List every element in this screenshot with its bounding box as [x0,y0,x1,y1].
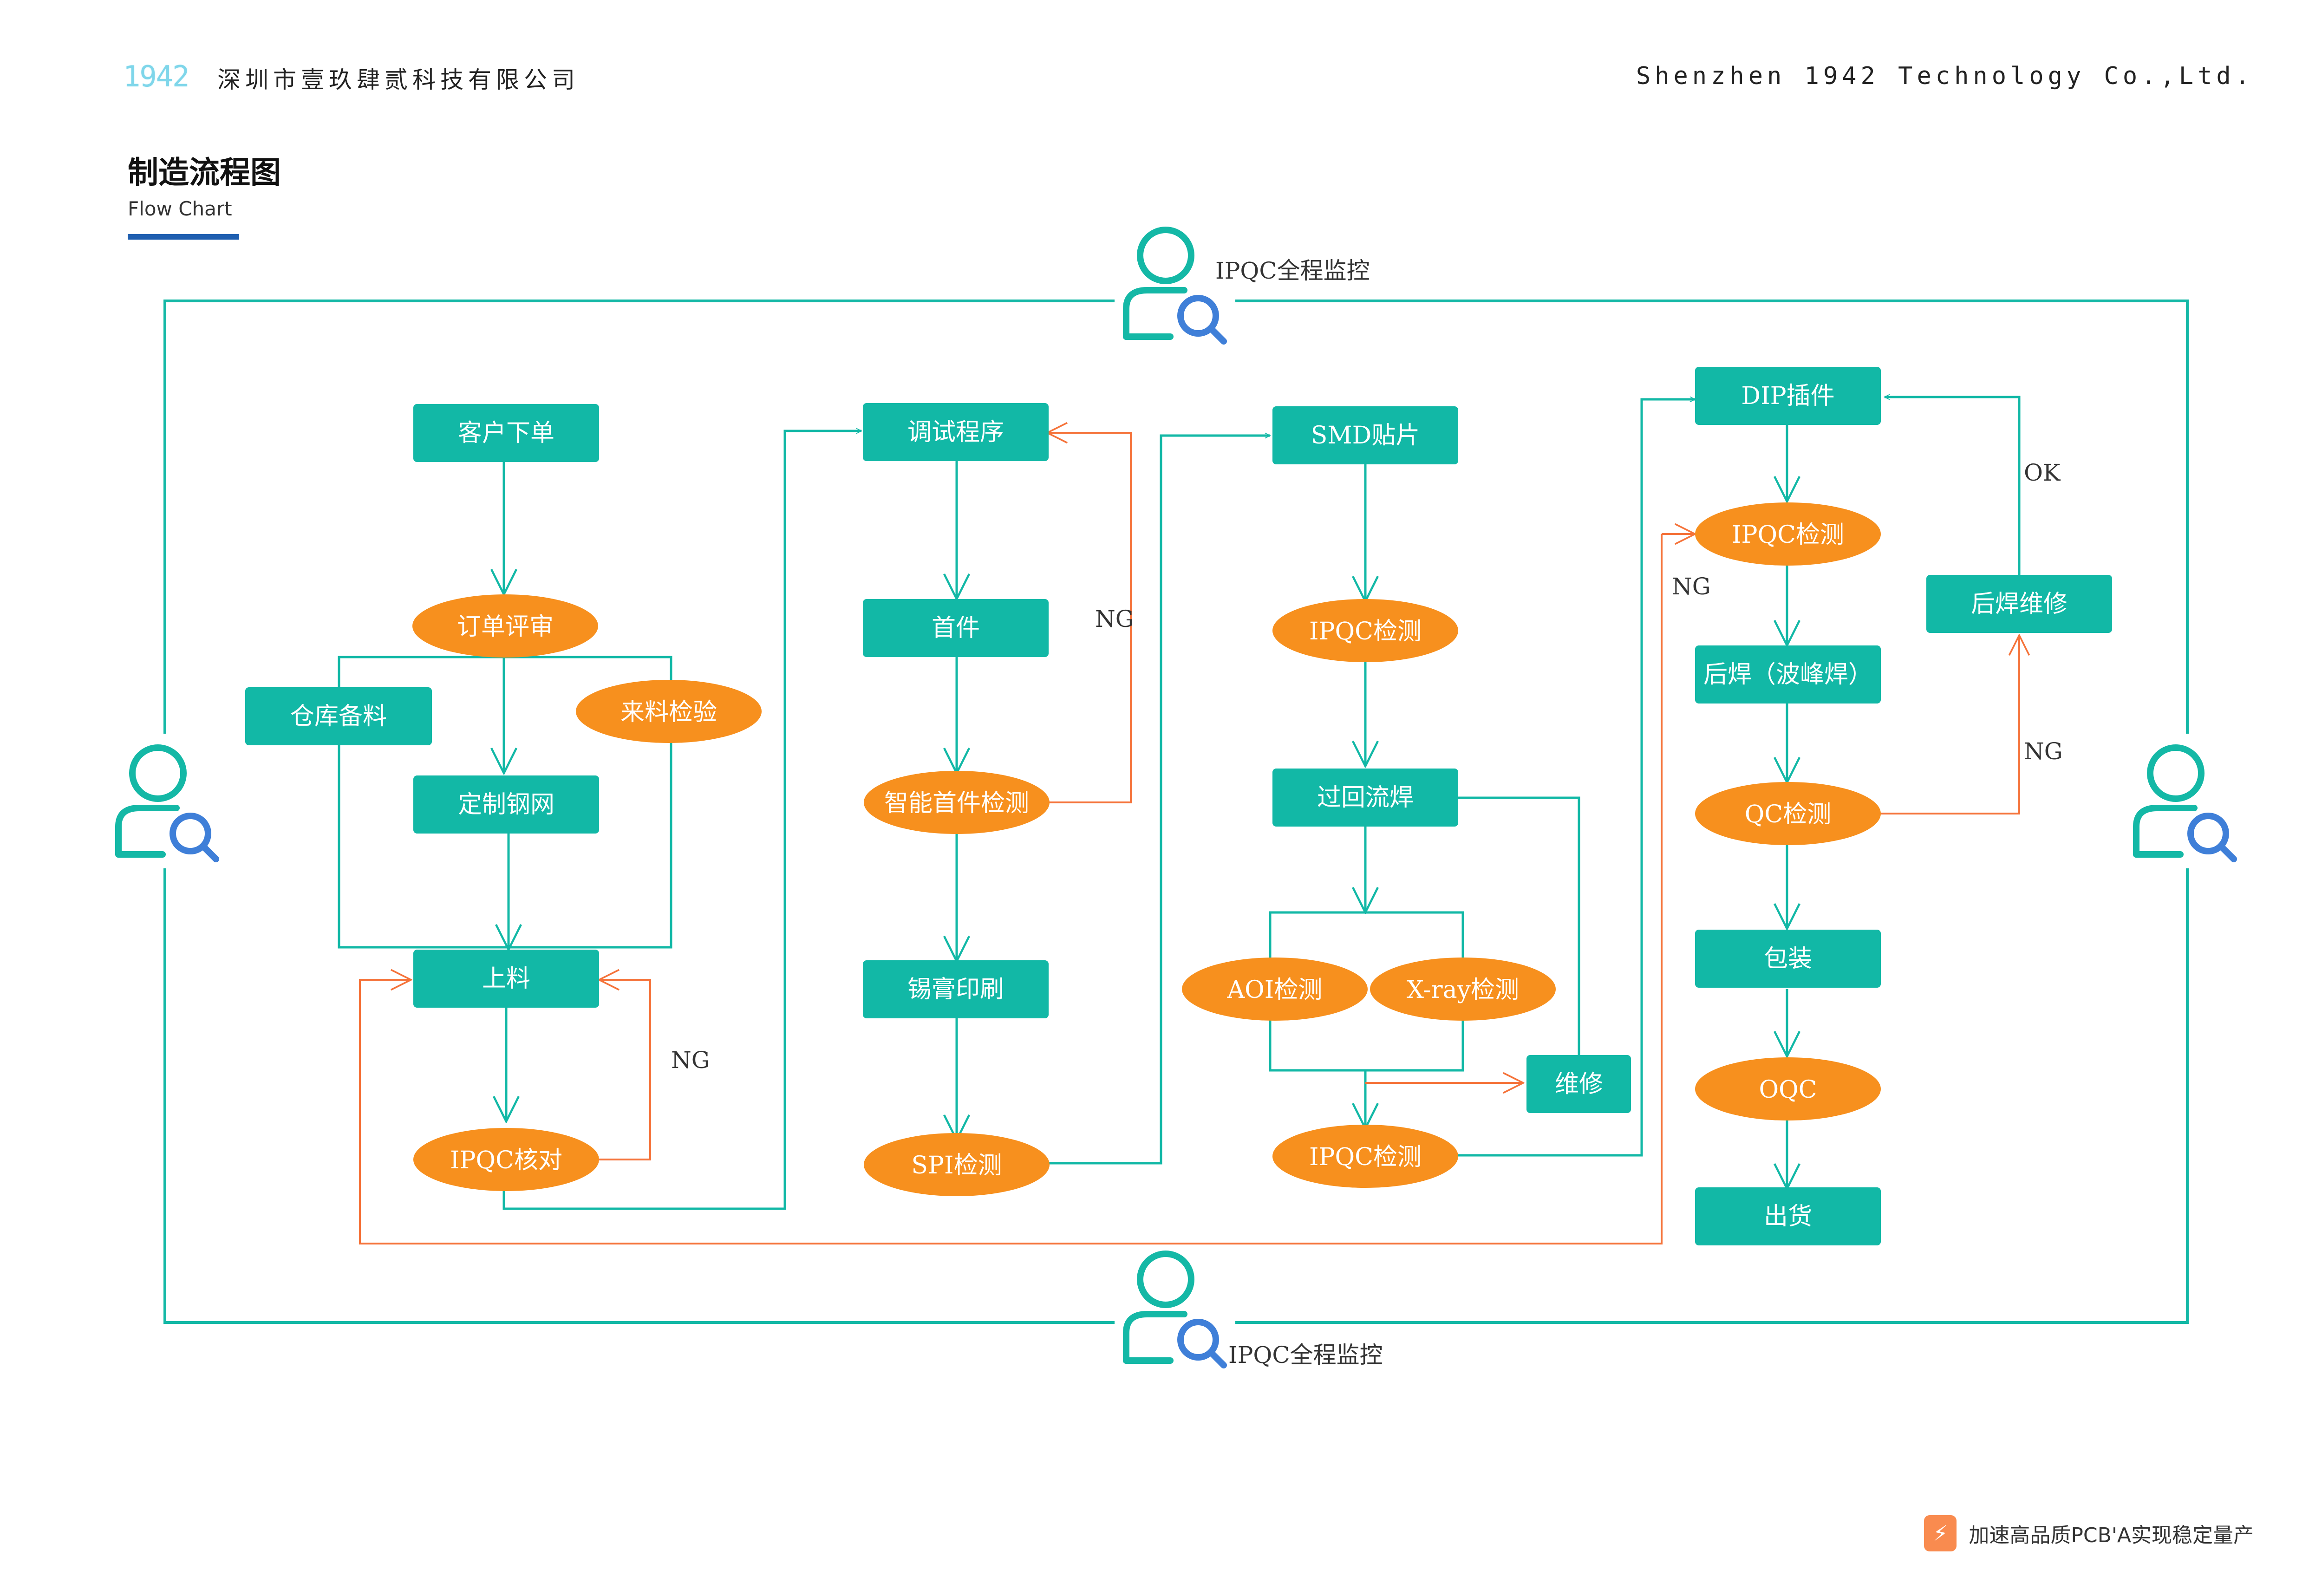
user-search-icon [1115,216,1235,351]
edge-label-ng: NG [1672,573,1711,600]
title-underline [128,234,239,240]
monitor-label-top: IPQC全程监控 [1215,257,1370,284]
node-loading: 上料 [413,950,599,1008]
svg-text:包装: 包装 [1764,945,1812,973]
edge-label-ng: NG [671,1047,710,1074]
page-title: 制造流程图 [128,155,281,190]
node-oqc: OQC [1695,1057,1881,1120]
svg-text:IPQC核对: IPQC核对 [450,1147,562,1174]
node-first-piece: 首件 [863,599,1049,657]
node-warehouse: 仓库备料 [245,687,432,745]
node-xray: X-ray检测 [1370,958,1556,1021]
footer-slogan: ⚡ 加速高品质PCB'A实现稳定量产 [1924,1515,2254,1552]
svg-text:SPI检测: SPI检测 [911,1152,1002,1179]
user-search-icon [1115,1240,1235,1375]
node-wave-soldering: 后焊（波峰焊） [1695,645,1881,704]
svg-text:定制钢网: 定制钢网 [458,791,554,819]
svg-text:首件: 首件 [932,614,980,642]
node-stencil: 定制钢网 [413,775,599,834]
node-solder-paste-print: 锡膏印刷 [863,960,1049,1018]
svg-text:IPQC检测: IPQC检测 [1732,521,1844,549]
svg-text:智能首件检测: 智能首件检测 [884,789,1029,817]
node-ipqc-check: IPQC核对 [413,1128,599,1191]
svg-text:X-ray检测: X-ray检测 [1407,976,1519,1004]
node-incoming-inspection: 来料检验 [576,680,762,743]
node-dip: DIP插件 [1695,367,1881,425]
svg-text:AOI检测: AOI检测 [1227,976,1323,1004]
node-aoi: AOI检测 [1182,958,1368,1021]
node-repair: 维修 [1526,1055,1631,1113]
node-customer-order: 客户下单 [413,404,599,462]
node-reflow: 过回流焊 [1272,769,1458,827]
svg-text:OQC: OQC [1759,1076,1817,1104]
svg-text:后焊（波峰焊）: 后焊（波峰焊） [1703,661,1872,689]
svg-text:出货: 出货 [1764,1203,1812,1231]
company-name-cn: 深圳市壹玖肆贰科技有限公司 [217,66,580,93]
svg-text:维修: 维修 [1555,1070,1603,1098]
node-order-review: 订单评审 [412,594,598,658]
node-smd: SMD贴片 [1272,406,1458,464]
node-ipqc-dip: IPQC检测 [1695,502,1881,566]
node-spi: SPI检测 [864,1133,1050,1196]
ng-connectors [359,433,2019,1244]
node-first-piece-inspection: 智能首件检测 [864,771,1050,834]
user-search-icon [107,734,228,868]
svg-text:过回流焊: 过回流焊 [1317,784,1414,812]
user-search-icon [2125,734,2245,868]
node-ipqc-reflow: IPQC检测 [1272,1125,1458,1188]
svg-text:来料检验: 来料检验 [620,698,717,726]
monitor-label-bottom: IPQC全程监控 [1228,1342,1383,1368]
company-logo: 1942 [123,59,189,93]
node-qc: QC检测 [1695,782,1881,845]
edge-label-ok: OK [2024,459,2061,486]
node-shipment: 出货 [1695,1187,1881,1245]
company-name-en: Shenzhen 1942 Technology Co.,Ltd. [1636,62,2254,90]
teal-connectors [338,397,2021,1210]
svg-text:SMD贴片: SMD贴片 [1311,422,1420,449]
page-subtitle: Flow Chart [128,197,232,220]
process-nodes: 客户下单 订单评审 仓库备料 来料检验 定制钢网 上料 [245,367,2112,1245]
svg-text:IPQC检测: IPQC检测 [1309,618,1422,645]
svg-text:上料: 上料 [482,965,530,993]
svg-text:调试程序: 调试程序 [907,418,1004,446]
svg-text:后焊维修: 后焊维修 [1971,590,2068,618]
node-packing: 包装 [1695,930,1881,988]
edge-label-ng: NG [2024,738,2063,765]
svg-text:仓库备料: 仓库备料 [290,703,387,730]
svg-text:IPQC检测: IPQC检测 [1309,1143,1422,1171]
svg-text:DIP插件: DIP插件 [1741,382,1834,410]
svg-text:订单评审: 订单评审 [457,613,554,641]
lightning-icon: ⚡ [1924,1515,1957,1551]
node-ipqc-smd: IPQC检测 [1272,599,1458,662]
node-post-solder-repair: 后焊维修 [1926,575,2112,633]
edge-label-ng: NG [1095,606,1134,632]
svg-text:QC检测: QC检测 [1745,801,1831,828]
slogan-text: 加速高品质PCB'A实现稳定量产 [1969,1524,2254,1547]
node-debug-program: 调试程序 [863,403,1049,461]
svg-text:锡膏印刷: 锡膏印刷 [907,976,1004,1003]
svg-text:客户下单: 客户下单 [458,419,554,447]
